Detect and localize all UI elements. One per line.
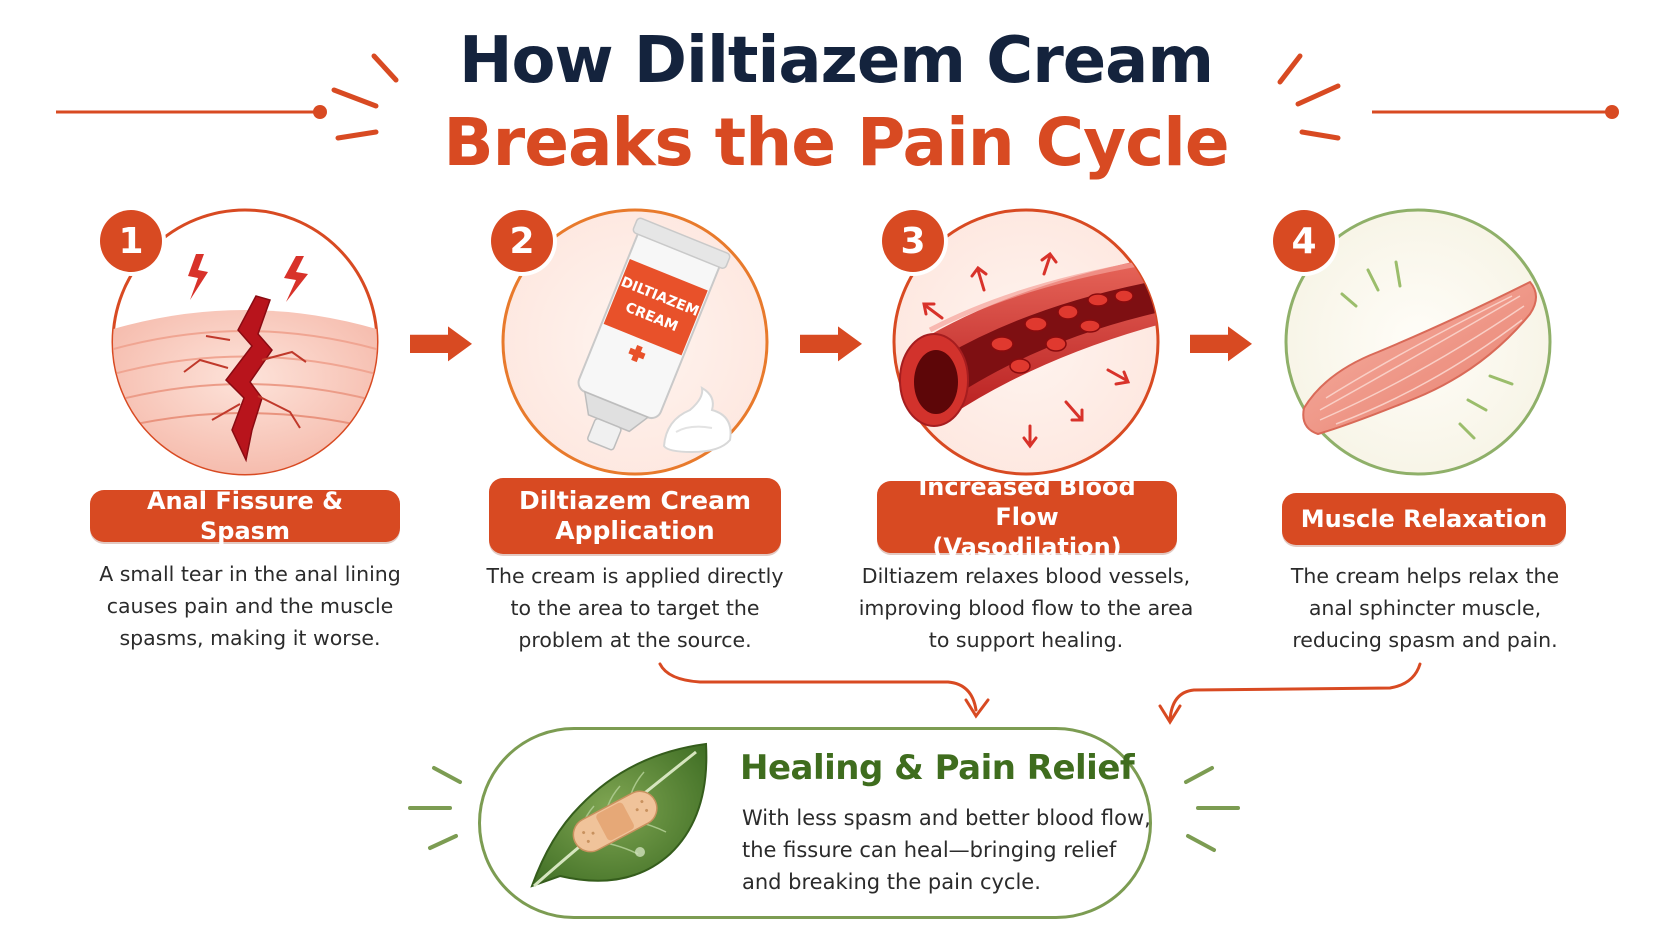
header-burst-left — [331, 53, 399, 141]
relief-burst — [408, 766, 1240, 852]
blood-vessel-icon — [892, 208, 1160, 476]
step-1-description: A small tear in the anal lining causes p… — [99, 562, 401, 650]
muscle-icon — [1284, 208, 1552, 476]
leaf-bandage-icon — [530, 742, 708, 888]
step-3-label: Increased Blood Flow (Vasodilation) — [877, 473, 1177, 561]
flow-arrows — [410, 326, 1252, 362]
step-1-label-text: Anal Fissure & Spasm — [146, 487, 344, 545]
header-burst-right — [1277, 53, 1341, 141]
step-3-description: Diltiazem relaxes blood vessels, improvi… — [858, 564, 1194, 652]
relief-text: With less spasm and better blood flow, t… — [742, 806, 1151, 894]
fissure-icon — [111, 208, 379, 476]
title-line-2: Breaks the Pain Cycle — [443, 104, 1229, 181]
step-2-description: The cream is applied directly to the are… — [486, 564, 784, 652]
header-right-line — [1372, 105, 1619, 119]
step-3-number-badge: 3 — [882, 210, 944, 272]
step-4-number-badge: 4 — [1273, 210, 1335, 272]
relief-title: Healing & Pain Relief — [740, 748, 1135, 788]
step-2-label-text: Diltiazem Cream Application — [518, 486, 752, 545]
step-1-label: Anal Fissure & Spasm — [90, 487, 400, 545]
step-1-number-badge: 1 — [100, 210, 162, 272]
step-4-label-text: Muscle Relaxation — [1300, 505, 1548, 533]
step-4-label: Muscle Relaxation — [1282, 493, 1566, 545]
cream-tube-icon: DILTIAZEM CREAM — [501, 208, 769, 476]
step-2-label: Diltiazem Cream Application — [489, 478, 781, 554]
title-line-1: How Diltiazem Cream — [458, 24, 1214, 98]
relief-connectors — [658, 662, 1422, 725]
step-3-label-text: Increased Blood Flow (Vasodilation) — [918, 473, 1136, 561]
step-4-description: The cream helps relax the anal sphincter… — [1290, 564, 1560, 652]
header-left-line — [56, 105, 327, 119]
step-2-number-badge: 2 — [491, 210, 553, 272]
